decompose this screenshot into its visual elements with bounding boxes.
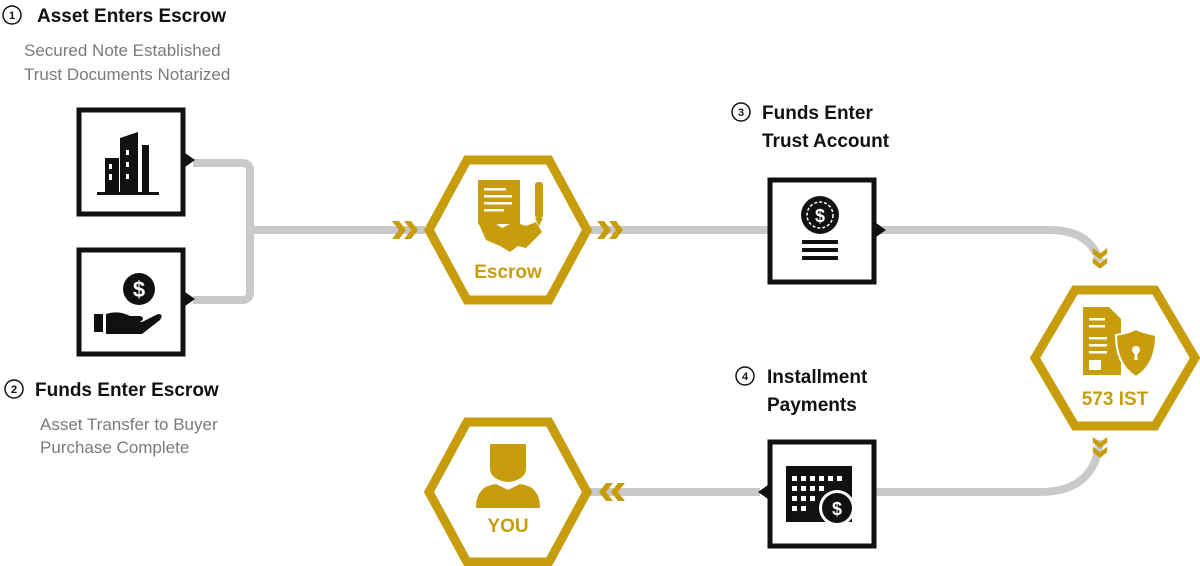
step-title: Funds Enter Escrow xyxy=(35,380,219,401)
step-1-header: 1 Asset Enters Escrow Secured Note Estab… xyxy=(2,5,230,84)
step-4-header: 4 Installment Payments xyxy=(735,366,868,416)
step-subtitle: Trust Documents Notarized xyxy=(24,65,230,84)
step-subtitle: Asset Transfer to Buyer xyxy=(40,415,218,434)
step-title: Installment xyxy=(767,367,868,388)
step-title: Trust Account xyxy=(762,131,890,152)
step-number: 3 xyxy=(738,107,744,119)
step-title: Payments xyxy=(767,395,857,416)
node-label: 573 IST xyxy=(1082,389,1149,410)
svg-text:$: $ xyxy=(815,206,825,226)
step-2-header: 2 Funds Enter Escrow Asset Transfer to B… xyxy=(4,379,219,457)
step-title: Asset Enters Escrow xyxy=(37,6,226,27)
node-label: Escrow xyxy=(474,262,542,283)
svg-text:$: $ xyxy=(133,277,145,302)
escrow-node: Escrow xyxy=(423,155,593,305)
connector-lines xyxy=(193,159,1104,496)
step-number: 2 xyxy=(11,384,17,396)
step-3-header: 3 Funds Enter Trust Account xyxy=(731,102,890,152)
trust-node: 573 IST xyxy=(1029,285,1200,431)
calendar-dollar-icon: $ xyxy=(786,466,855,526)
hand-dollar-icon: $ xyxy=(94,273,162,334)
installment-box: $ xyxy=(758,439,877,549)
handshake-contract-icon xyxy=(478,180,543,252)
step-number: 1 xyxy=(9,10,15,22)
buildings-icon xyxy=(97,132,159,195)
funds-box: $ xyxy=(76,247,195,357)
step-subtitle: Secured Note Established xyxy=(24,41,221,60)
step-number: 4 xyxy=(742,371,749,383)
asset-box xyxy=(76,107,195,217)
you-node: YOU xyxy=(423,417,593,566)
coin-stack-icon: $ xyxy=(801,196,839,260)
user-icon xyxy=(476,444,540,508)
trust-account-box: $ xyxy=(767,177,886,285)
secure-document-icon xyxy=(1083,307,1158,379)
divider xyxy=(136,219,192,235)
step-subtitle: Purchase Complete xyxy=(40,438,189,457)
step-title: Funds Enter xyxy=(762,103,873,124)
svg-text:$: $ xyxy=(832,499,842,519)
node-label: YOU xyxy=(487,516,528,537)
